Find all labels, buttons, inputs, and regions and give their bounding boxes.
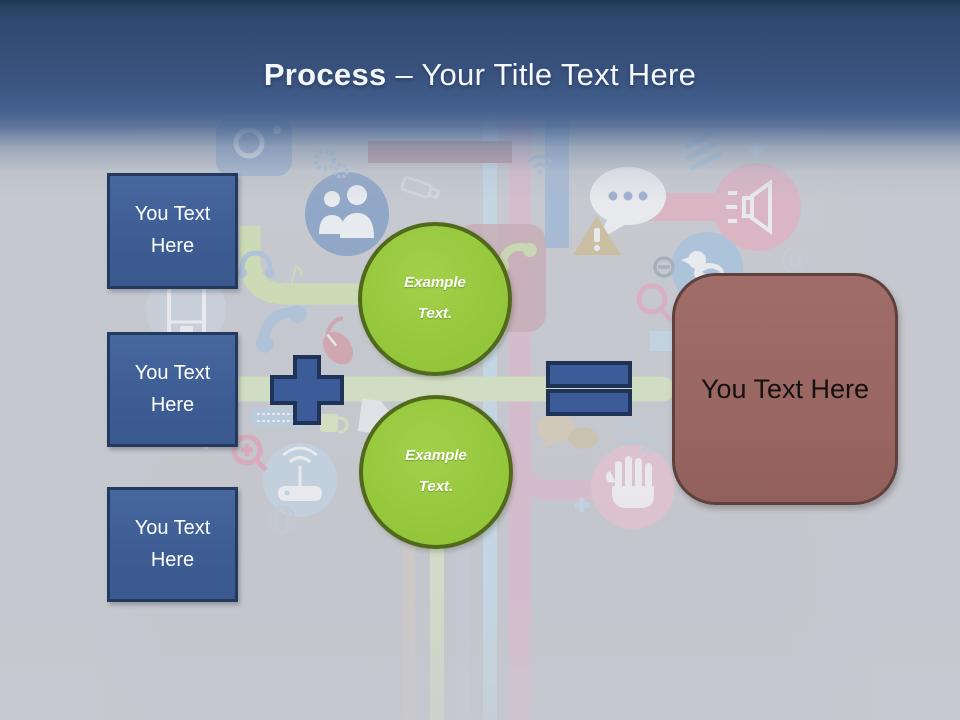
headphones-icon [237, 250, 275, 278]
title-rest: – Your Title Text Here [386, 57, 697, 92]
mug-icon [320, 414, 349, 434]
camera-icon [216, 118, 292, 176]
megaphone-icon [713, 163, 801, 251]
placeholder-label: You Text Here [134, 516, 211, 571]
globe-icon [267, 505, 297, 535]
magnifier-icon [636, 283, 673, 322]
hand-icon [591, 445, 675, 529]
equals-icon [546, 361, 632, 416]
minus-circle-icon [653, 256, 675, 278]
example-circle-1[interactable]: Example Text. [358, 222, 512, 376]
wifi-icon [526, 155, 554, 174]
magnifier-plus-icon [231, 434, 268, 472]
mouse-icon [322, 316, 354, 365]
warning-icon [573, 216, 621, 255]
title-emphasis: Process [263, 57, 387, 92]
chat-bubbles-icon [537, 414, 598, 449]
result-placeholder[interactable]: You Text Here [672, 273, 898, 505]
text-placeholder-2[interactable]: You Text Here [107, 332, 238, 447]
plus-icon [270, 355, 344, 425]
wifi-router-icon [263, 443, 337, 517]
speech-bubble-icon [590, 167, 666, 241]
example-circle-2[interactable]: Example Text. [359, 395, 513, 549]
text-placeholder-3[interactable]: You Text Here [107, 487, 238, 602]
placeholder-label: You Text Here [134, 361, 211, 416]
circle-label: Example Text. [404, 274, 466, 322]
at-sign-icon: @ [780, 241, 810, 276]
placeholder-label: You Text Here [134, 203, 211, 257]
result-label: You Text Here [700, 373, 870, 404]
text-placeholder-1[interactable]: You Text Here [107, 173, 238, 289]
bottom-fade [0, 590, 960, 720]
music-note-icon: ♪ [278, 256, 309, 300]
keyboard-icon [252, 408, 308, 427]
usb-icon [400, 176, 441, 200]
circle-label: Example Text. [405, 447, 467, 495]
slide-title[interactable]: Process – Your Title Text Here [0, 57, 960, 93]
people-icon [305, 172, 389, 256]
swipe-hand-icon [684, 132, 722, 171]
